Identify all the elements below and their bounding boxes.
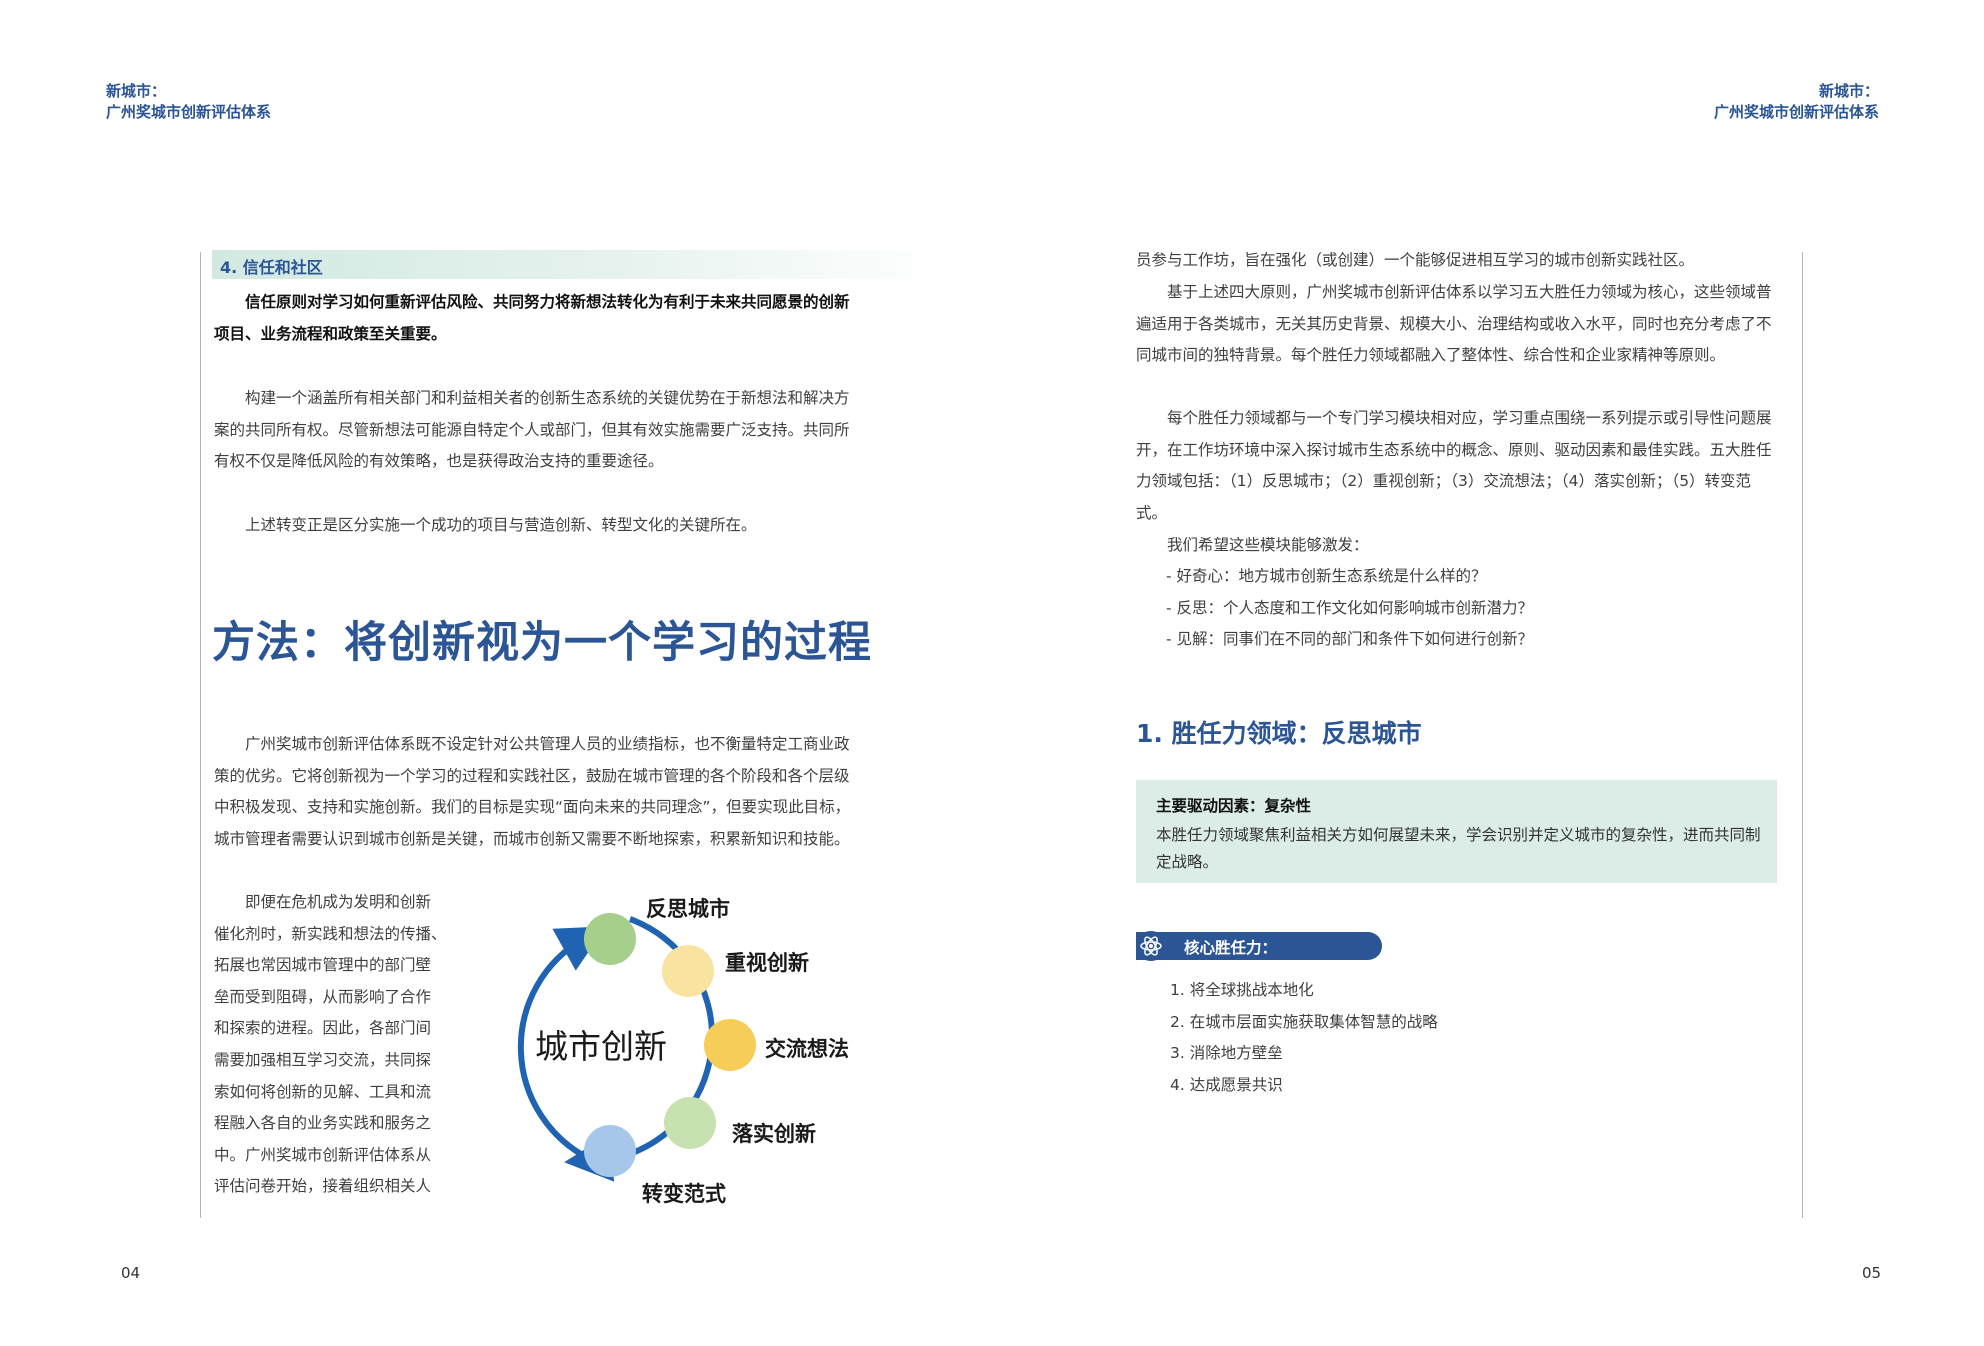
page-number-right: 05 [1862,1264,1882,1282]
page-title: 方法：将创新视为一个学习的过程 [212,618,872,668]
header-left-line1: 新城市： [106,82,167,100]
list-item: 4. 达成愿景共识 [1170,1075,1283,1094]
node-label: 重视创新 [725,951,809,975]
cycle-arc-left [517,926,606,1163]
right-paragraph-1: 基于上述四大原则，广州奖城市创新评估体系以学习五大胜任力领域为核心，这些领域普遍… [1136,277,1781,372]
list-item: 1. 将全球挑战本地化 [1170,981,1314,999]
paragraph-4-line: 中。广州奖城市创新评估体系从 [214,1145,432,1164]
paragraph-4: 即便在危机成为发明和创新 催化剂时，新实践和想法的传播、 拓展也常因城市管理中的… [214,887,454,1203]
paragraph-4-line: 拓展也常因城市管理中的部门壁 [214,956,432,975]
right-paragraph-2-text: 每个胜任力领域都与一个专门学习模块相对应，学习重点围绕一系列提示或引导性问题展开… [1136,409,1772,522]
paragraph-4-line: 程融入各自的业务实践和服务之 [214,1114,432,1133]
right-column-rule [1802,252,1803,1218]
bold-paragraph-text: 信任原则对学习如何重新评估风险、共同努力将新想法转化为有利于未来共同愿景的创新项… [214,293,850,343]
paragraph-4-line: 索如何将创新的见解、工具和流 [214,1082,432,1101]
bold-intro-paragraph: 信任原则对学习如何重新评估风险、共同努力将新想法转化为有利于未来共同愿景的创新项… [214,287,854,350]
section-heading-band: 4. 信任和社区 [212,250,942,279]
node-value-innovation [662,945,714,997]
node-label: 转变范式 [642,1182,726,1206]
paragraph-4-line: 和探索的进程。因此，各部门间 [214,1019,432,1038]
node-label: 交流想法 [765,1037,849,1061]
driver-callout-box: 主要驱动因素：复杂性 本胜任力领域聚焦利益相关方如何展望未来，学会识别并定义城市… [1136,780,1777,883]
node-transform-paradigm [584,1125,636,1177]
paragraph-1-text: 构建一个涵盖所有相关部门和利益相关者的创新生态系统的关键优势在于新想法和解决方案… [214,389,850,471]
list-item: 2. 在城市层面实施获取集体智慧的战略 [1170,1012,1438,1031]
diagram-center-label: 城市创新 [535,1027,667,1066]
paragraph-3: 广州奖城市创新评估体系既不设定针对公共管理人员的业绩指标，也不衡量特定工商业政策… [214,729,862,855]
node-label: 反思城市 [646,897,730,921]
right-paragraph-1-text: 基于上述四大原则，广州奖城市创新评估体系以学习五大胜任力领域为核心，这些领域普遍… [1136,283,1772,365]
bullet-item: - 见解：同事们在不同的部门和条件下如何进行创新？ [1166,630,1534,649]
header-right-line1: 新城市： [1818,82,1879,100]
paragraph-4-line: 评估问卷开始，接着组织相关人 [214,1177,432,1196]
header-left-line2: 广州奖城市创新评估体系 [106,103,272,121]
callout-title: 主要驱动因素：复杂性 [1156,797,1312,815]
callout-body: 本胜任力领域聚焦利益相关方如何展望未来，学会识别并定义城市的复杂性，进而共同制定… [1156,826,1761,871]
continuation-paragraph: 员参与工作坊，旨在强化（或创建）一个能够促进相互学习的城市创新实践社区。 [1136,245,1781,277]
node-label: 落实创新 [732,1122,816,1146]
right-paragraph-3-text: 我们希望这些模块能够激发： [1167,536,1369,554]
node-reflect-city [584,913,636,965]
paragraph-2: 上述转变正是区分实施一个成功的项目与营造创新、转型文化的关键所在。 [214,510,854,542]
atom-icon [1136,931,1166,961]
section-heading: 4. 信任和社区 [220,258,323,277]
paragraph-4-line: 垒而受到阻碍，从而影响了合作 [214,987,432,1006]
continuation-text: 员参与工作坊，旨在强化（或创建）一个能够促进相互学习的城市创新实践社区。 [1136,251,1695,269]
running-header-left: 新城市： 广州奖城市创新评估体系 [106,81,271,123]
paragraph-2-text: 上述转变正是区分实施一个成功的项目与营造创新、转型文化的关键所在。 [245,516,757,534]
core-competency-list: 1. 将全球挑战本地化 2. 在城市层面实施获取集体智慧的战略 3. 消除地方壁… [1170,975,1438,1101]
node-exchange-ideas [704,1019,756,1071]
paragraph-4-line: 催化剂时，新实践和想法的传播、 [214,924,447,943]
paragraph-4-line: 即便在危机成为发明和创新 [245,893,432,911]
list-item: 3. 消除地方壁垒 [1170,1044,1283,1063]
section-title: 1. 胜任力领域：反思城市 [1136,719,1422,748]
innovation-cycle-diagram: 城市创新 反思城市 重视创新 交流想法 落实创新 转变范式 [517,897,849,1206]
node-implement-innovation [664,1097,716,1149]
paragraph-4-line: 需要加强相互学习交流，共同探 [214,1050,432,1069]
paragraph-1: 构建一个涵盖所有相关部门和利益相关者的创新生态系统的关键优势在于新想法和解决方案… [214,383,854,478]
right-paragraph-2: 每个胜任力领域都与一个专门学习模块相对应，学习重点围绕一系列提示或引导性问题展开… [1136,403,1781,529]
core-competency-label: 核心胜任力： [1184,939,1278,957]
question-bullets: - 好奇心：地方城市创新生态系统是什么样的？ - 反思：个人态度和工作文化如何影… [1166,561,1766,656]
left-column-rule [200,252,201,1218]
running-header-right: 新城市： 广州奖城市创新评估体系 [1714,81,1879,123]
bullet-item: - 好奇心：地方城市创新生态系统是什么样的？ [1166,567,1487,585]
right-paragraph-3: 我们希望这些模块能够激发： [1136,530,1781,562]
header-right-line2: 广州奖城市创新评估体系 [1713,103,1879,121]
paragraph-3-text: 广州奖城市创新评估体系既不设定针对公共管理人员的业绩指标，也不衡量特定工商业政策… [214,735,851,848]
page-number-left: 04 [121,1264,141,1282]
core-competency-pill: 核心胜任力： [1136,931,1382,961]
bullet-item: - 反思：个人态度和工作文化如何影响城市创新潜力？ [1166,598,1534,617]
